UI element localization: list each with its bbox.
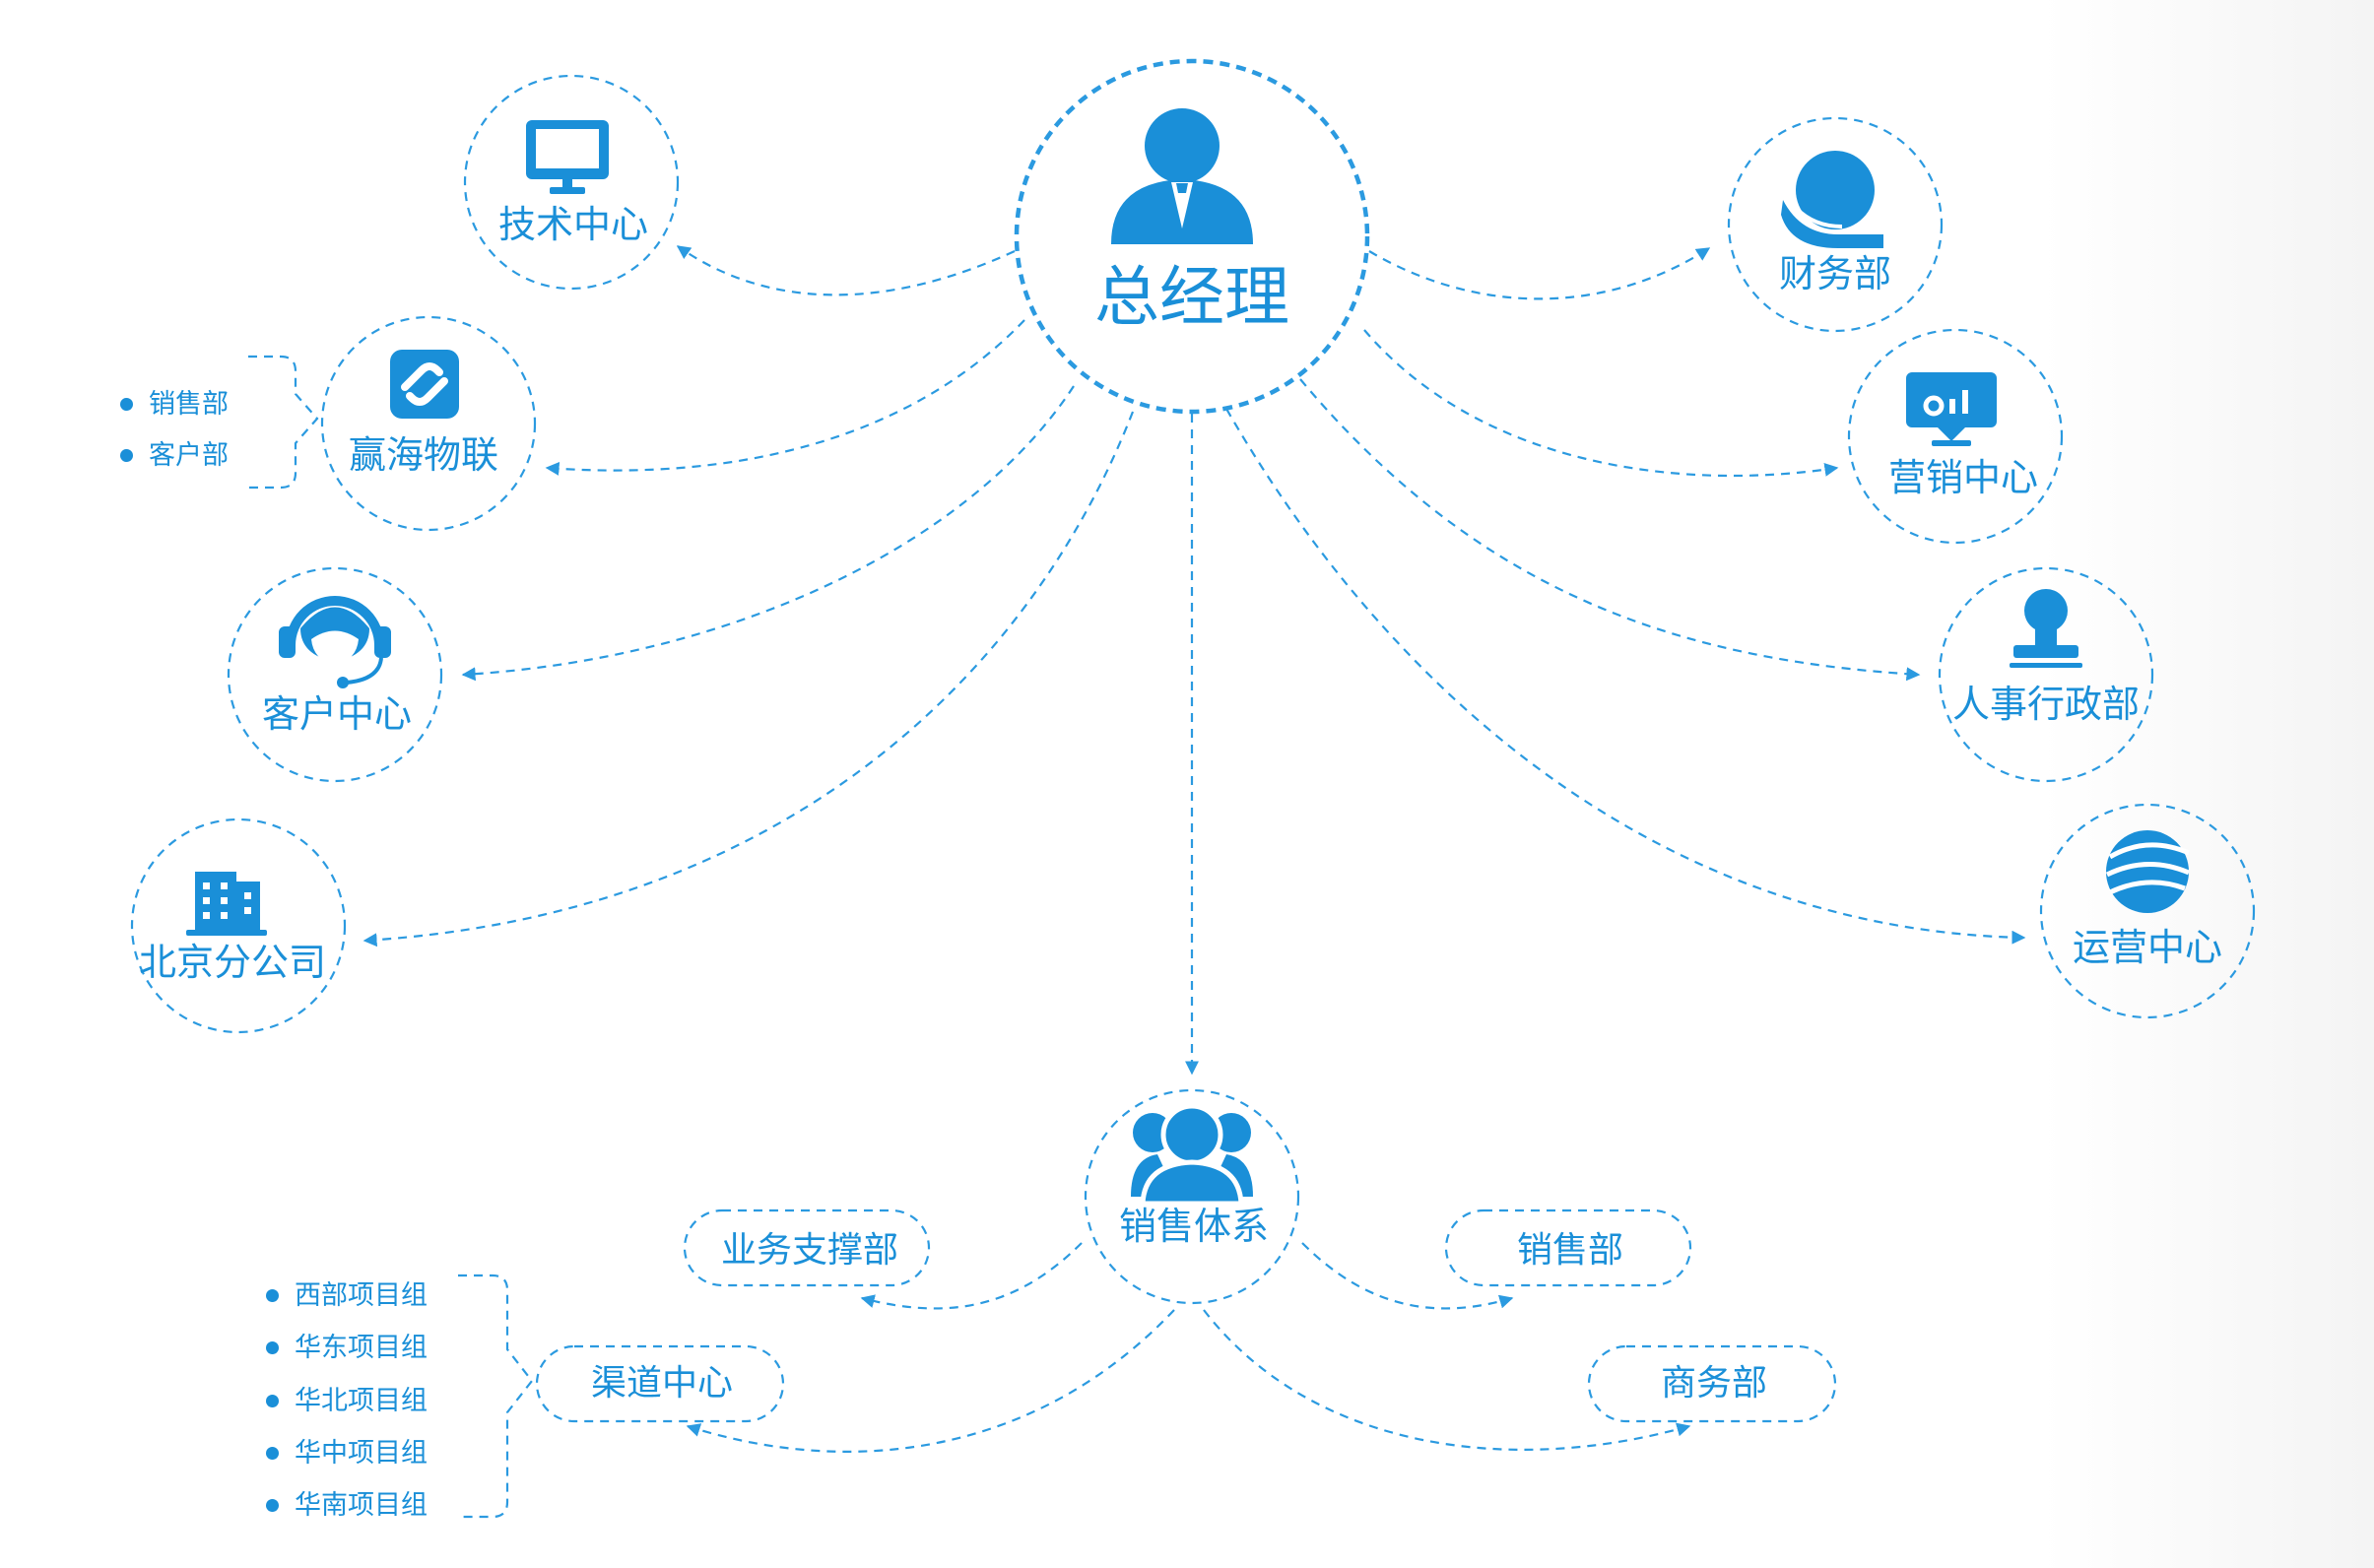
list-item: 客户部: [120, 441, 229, 469]
person-tie-icon: [1111, 108, 1253, 244]
bullet-dot-icon: [266, 1447, 279, 1460]
connector-business: [1203, 1309, 1691, 1451]
ceo-node: [1014, 58, 1370, 415]
bullet-dot-icon: [266, 1341, 279, 1354]
marketing-node: [1847, 328, 2064, 545]
sales-dept-label: 销售部: [1516, 1230, 1624, 1271]
sales-dept-pill: [1444, 1209, 1692, 1287]
connector-yinghai: [545, 319, 1025, 476]
brackets: [248, 355, 534, 1519]
channel-groups-bracket: [458, 1274, 534, 1519]
hand-coin-icon: [1781, 151, 1883, 248]
tech-label: 技术中心: [497, 203, 649, 246]
stamp-icon: [2010, 589, 2082, 668]
list-item: 华北项目组: [266, 1387, 428, 1414]
finance-node: [1727, 116, 1944, 333]
marketing-label: 营销中心: [1887, 456, 2039, 499]
customer-label: 客户中心: [261, 692, 413, 736]
yinghai-sub-bracket: [248, 355, 319, 490]
yinghai-node: [320, 315, 537, 532]
sales-label: 销售体系: [1118, 1205, 1270, 1248]
yinghai-label: 赢海物联: [348, 433, 499, 477]
connector-support: [860, 1242, 1083, 1310]
hr-node: [1938, 566, 2154, 783]
beijing-label: 北京分公司: [138, 941, 327, 984]
globe-icon: [2105, 830, 2190, 913]
operations-label: 运营中心: [2072, 926, 2223, 969]
bullet-dot-icon: [120, 398, 133, 411]
connector-hr: [1299, 378, 1921, 682]
connector-channel: [686, 1309, 1175, 1453]
connector-sales-dept: [1301, 1242, 1514, 1310]
support-label: 业务支撑部: [720, 1230, 899, 1271]
group-icon: [1131, 1103, 1253, 1207]
list-item: 华南项目组: [266, 1491, 428, 1519]
connector-operations: [1225, 408, 2026, 945]
monitor-icon: [526, 120, 609, 194]
list-item: 华中项目组: [266, 1439, 428, 1467]
connector-tech: [676, 245, 1016, 296]
connector-finance: [1368, 247, 1711, 300]
link-icon: [390, 350, 459, 419]
beijing-node: [130, 817, 347, 1034]
finance-label: 财务部: [1778, 252, 1892, 295]
tech-node: [463, 74, 680, 291]
bullet-dot-icon: [266, 1289, 279, 1302]
channel-label: 渠道中心: [590, 1363, 734, 1404]
hr-label: 人事行政部: [1951, 683, 2141, 726]
operations-node: [2039, 803, 2256, 1019]
list-item: 销售部: [120, 390, 229, 418]
presentation-icon: [1906, 372, 1997, 446]
connector-lines: [363, 245, 2026, 1453]
building-icon: [186, 872, 267, 936]
connector-customer: [461, 385, 1075, 682]
support-pill: [683, 1209, 931, 1287]
connector-marketing: [1363, 329, 1839, 478]
list-item: 西部项目组: [266, 1281, 428, 1309]
connector-beijing: [363, 411, 1135, 947]
headset-icon: [279, 596, 391, 688]
bullet-dot-icon: [266, 1499, 279, 1512]
sales-node: [1084, 1088, 1300, 1305]
business-label: 商务部: [1660, 1363, 1768, 1404]
business-pill: [1587, 1344, 1837, 1423]
ceo-title: 总经理: [1094, 259, 1289, 335]
bullet-dot-icon: [120, 449, 133, 462]
bullet-dot-icon: [266, 1395, 279, 1407]
channel-pill: [535, 1344, 785, 1423]
customer-node: [227, 566, 443, 783]
list-item: 华东项目组: [266, 1334, 428, 1361]
